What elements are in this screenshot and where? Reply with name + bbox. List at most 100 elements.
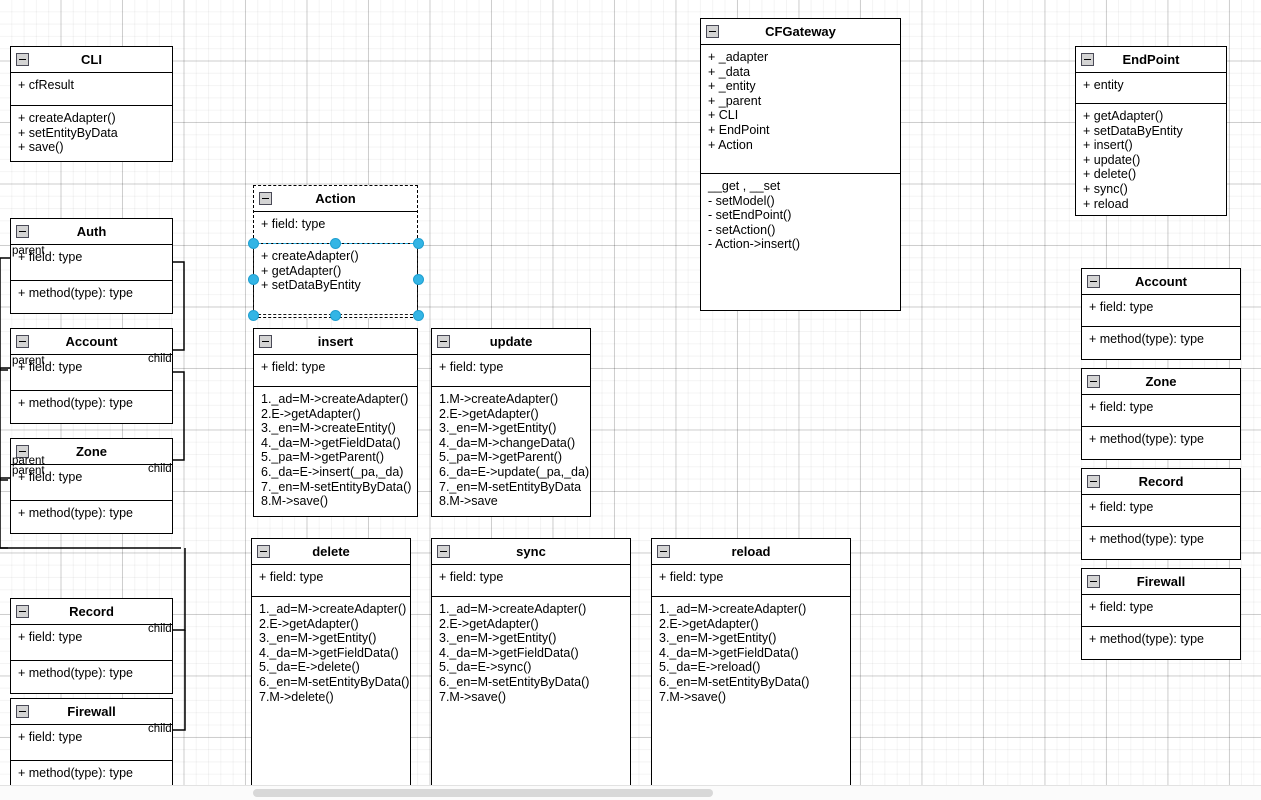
class-title-update: update — [489, 334, 533, 349]
attributes-compartment-firewall-left[interactable]: + field: type — [11, 725, 172, 761]
attribute-line: + _adapter — [708, 50, 769, 64]
methods-compartment-endpoint[interactable]: + getAdapter()+ setDataByEntity+ insert(… — [1076, 104, 1226, 215]
collapse-minus-icon[interactable] — [16, 225, 29, 238]
uml-class-cfgateway[interactable]: CFGateway+ _adapter+ _data+ _entity+ _pa… — [700, 18, 901, 311]
collapse-minus-icon[interactable] — [657, 545, 670, 558]
collapse-minus-icon[interactable] — [1087, 275, 1100, 288]
uml-class-record-left[interactable]: Record+ field: type+ method(type): type — [10, 598, 173, 694]
uml-class-account-left[interactable]: Account+ field: type+ method(type): type — [10, 328, 173, 424]
attributes-compartment-delete[interactable]: + field: type — [252, 565, 410, 597]
methods-compartment-record-right[interactable]: + method(type): type — [1082, 527, 1240, 559]
class-header-record-left[interactable]: Record — [11, 599, 172, 625]
collapse-minus-icon[interactable] — [1087, 575, 1100, 588]
class-title-record-right: Record — [1138, 474, 1184, 489]
methods-compartment-insert[interactable]: 1._ad=M->createAdapter()2.E->getAdapter(… — [254, 387, 417, 516]
collapse-minus-icon[interactable] — [16, 335, 29, 348]
attribute-line: + _entity — [708, 79, 756, 94]
attributes-compartment-cli[interactable]: + cfResult — [11, 73, 172, 106]
class-header-firewall-right[interactable]: Firewall — [1082, 569, 1240, 595]
attributes-compartment-zone-left[interactable]: + field: type — [11, 465, 172, 501]
attributes-compartment-action[interactable]: + field: type — [254, 212, 417, 244]
method-line: 5._da=E->reload() — [659, 660, 761, 675]
attributes-compartment-auth[interactable]: + field: type — [11, 245, 172, 281]
uml-class-record-right[interactable]: Record + field: type+ method(type): type — [1081, 468, 1241, 560]
class-header-account-left[interactable]: Account — [11, 329, 172, 355]
class-header-delete[interactable]: delete — [252, 539, 410, 565]
attributes-compartment-zone-right[interactable]: + field: type — [1082, 395, 1240, 427]
uml-class-account-right[interactable]: Account+ field: type+ method(type): type — [1081, 268, 1241, 360]
uml-class-auth[interactable]: Auth+ field: type+ method(type): type — [10, 218, 173, 314]
methods-compartment-firewall-left[interactable]: + method(type): type — [11, 761, 172, 793]
method-line: + createAdapter() — [18, 111, 116, 125]
class-header-cfgateway[interactable]: CFGateway — [701, 19, 900, 45]
attributes-compartment-firewall-right[interactable]: + field: type — [1082, 595, 1240, 627]
collapse-minus-icon[interactable] — [437, 545, 450, 558]
collapse-minus-icon[interactable] — [437, 335, 450, 348]
uml-class-zone-left[interactable]: Zone+ field: type+ method(type): type — [10, 438, 173, 534]
methods-compartment-reload[interactable]: 1._ad=M->createAdapter()2.E->getAdapter(… — [652, 597, 850, 787]
methods-compartment-firewall-right[interactable]: + method(type): type — [1082, 627, 1240, 659]
attributes-compartment-account-left[interactable]: + field: type — [11, 355, 172, 391]
collapse-minus-icon[interactable] — [16, 705, 29, 718]
uml-class-endpoint[interactable]: EndPoint+ entity+ getAdapter()+ setDataB… — [1075, 46, 1227, 216]
uml-class-firewall-left[interactable]: Firewall+ field: type+ method(type): typ… — [10, 698, 173, 794]
methods-compartment-sync[interactable]: 1._ad=M->createAdapter()2.E->getAdapter(… — [432, 597, 630, 787]
methods-compartment-auth[interactable]: + method(type): type — [11, 281, 172, 313]
attributes-compartment-update[interactable]: + field: type — [432, 355, 590, 387]
methods-compartment-action[interactable]: + createAdapter()+ getAdapter()+ setData… — [254, 244, 417, 317]
methods-compartment-cfgateway[interactable]: __get , __set- setModel()- setEndPoint()… — [701, 174, 900, 310]
attribute-line: + field: type — [261, 360, 326, 374]
method-line: - setAction() — [708, 222, 776, 237]
class-header-cli[interactable]: CLI — [11, 47, 172, 73]
class-header-auth[interactable]: Auth — [11, 219, 172, 245]
attributes-compartment-record-right[interactable]: + field: type — [1082, 495, 1240, 527]
attributes-compartment-endpoint[interactable]: + entity — [1076, 73, 1226, 104]
uml-class-insert[interactable]: insert + field: type 1._ad=M->createAdapte… — [253, 328, 418, 517]
attributes-compartment-reload[interactable]: + field: type — [652, 565, 850, 597]
collapse-minus-icon[interactable] — [259, 192, 272, 205]
methods-compartment-update[interactable]: 1.M->createAdapter()2.E->getAdapter()3._… — [432, 387, 590, 516]
class-header-account-right[interactable]: Account — [1082, 269, 1240, 295]
collapse-minus-icon[interactable] — [16, 53, 29, 66]
collapse-minus-icon[interactable] — [257, 545, 270, 558]
uml-class-action[interactable]: Action+ field: type+ createAdapter()+ ge… — [253, 185, 418, 318]
collapse-minus-icon[interactable] — [1087, 475, 1100, 488]
methods-compartment-zone-left[interactable]: + method(type): type — [11, 501, 172, 533]
class-header-endpoint[interactable]: EndPoint — [1076, 47, 1226, 73]
methods-compartment-zone-right[interactable]: + method(type): type — [1082, 427, 1240, 459]
collapse-minus-icon[interactable] — [1087, 375, 1100, 388]
class-header-reload[interactable]: reload — [652, 539, 850, 565]
uml-class-firewall-right[interactable]: Firewall+ field: type+ method(type): typ… — [1081, 568, 1241, 660]
methods-compartment-record-left[interactable]: + method(type): type — [11, 661, 172, 693]
class-header-sync[interactable]: sync — [432, 539, 630, 565]
methods-compartment-account-left[interactable]: + method(type): type — [11, 391, 172, 423]
methods-compartment-cli[interactable]: + createAdapter()+ setEntityByData+ save… — [11, 106, 172, 161]
attributes-compartment-sync[interactable]: + field: type — [432, 565, 630, 597]
class-header-record-right[interactable]: Record — [1082, 469, 1240, 495]
collapse-minus-icon[interactable] — [259, 335, 272, 348]
horizontal-scrollbar[interactable] — [0, 785, 1261, 800]
collapse-minus-icon[interactable] — [706, 25, 719, 38]
attributes-compartment-cfgateway[interactable]: + _adapter+ _data+ _entity+ _parent+ CLI… — [701, 45, 900, 174]
class-header-firewall-left[interactable]: Firewall — [11, 699, 172, 725]
method-line: 3._en=M->getEntity() — [439, 631, 557, 646]
class-header-update[interactable]: update — [432, 329, 590, 355]
class-header-insert[interactable]: insert — [254, 329, 417, 355]
class-header-zone-right[interactable]: Zone — [1082, 369, 1240, 395]
scrollbar-thumb[interactable] — [253, 789, 713, 797]
attributes-compartment-record-left[interactable]: + field: type — [11, 625, 172, 661]
attributes-compartment-insert[interactable]: + field: type — [254, 355, 417, 387]
class-header-action[interactable]: Action — [254, 186, 417, 212]
attributes-compartment-account-right[interactable]: + field: type — [1082, 295, 1240, 327]
uml-class-cli[interactable]: CLI+ cfResult+ createAdapter()+ setEntit… — [10, 46, 173, 162]
collapse-minus-icon[interactable] — [1081, 53, 1094, 66]
collapse-minus-icon[interactable] — [16, 605, 29, 618]
methods-compartment-delete[interactable]: 1._ad=M->createAdapter()2.E->getAdapter(… — [252, 597, 410, 787]
uml-class-zone-right[interactable]: Zone+ field: type+ method(type): type — [1081, 368, 1241, 460]
methods-compartment-account-right[interactable]: + method(type): type — [1082, 327, 1240, 359]
